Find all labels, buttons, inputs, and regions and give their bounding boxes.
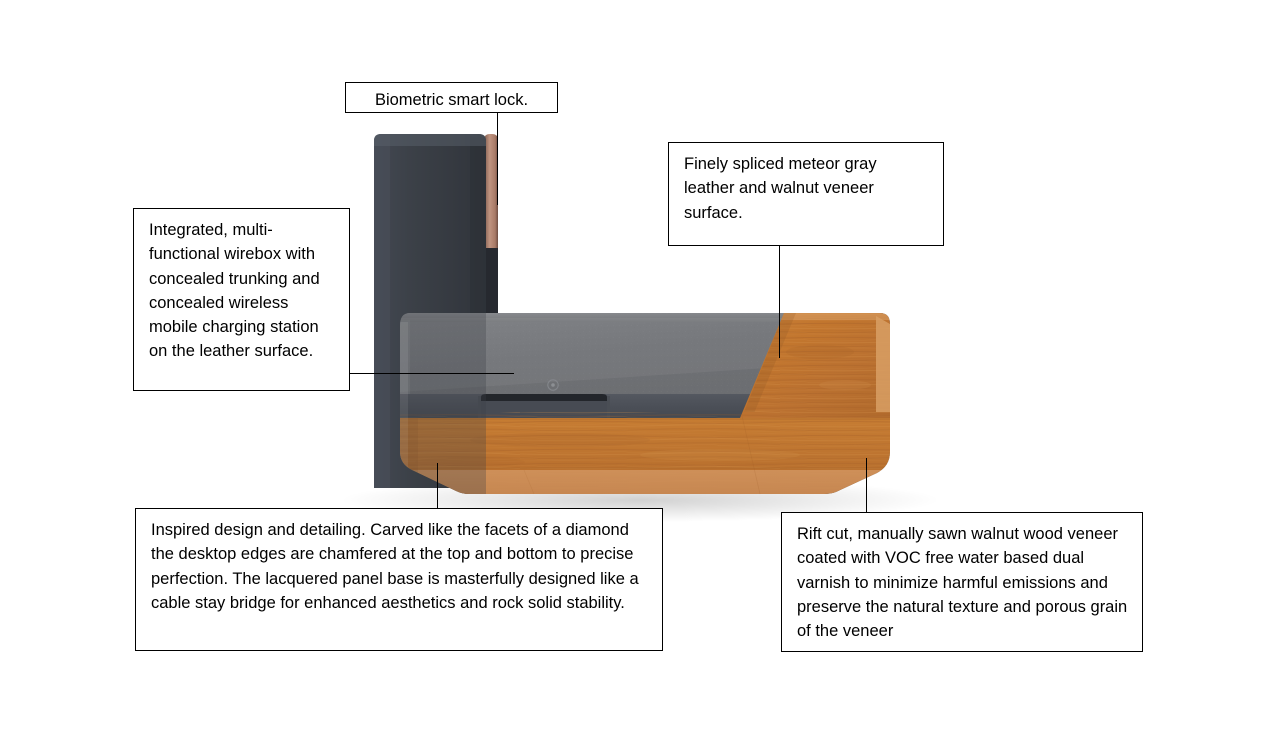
walnut-desktop-front <box>400 412 890 494</box>
callout-chamfered-edge-design: Inspired design and detailing. Carved li… <box>135 508 663 651</box>
leader-line-wirebox <box>350 373 514 375</box>
callout-integrated-wirebox: Integrated, multi-functional wirebox wit… <box>133 208 350 391</box>
callout-leather-and-veneer-surface: Finely spliced meteor gray leather and w… <box>668 142 944 246</box>
callout-walnut-veneer-finish: Rift cut, manually sawn walnut wood vene… <box>781 512 1143 652</box>
callout-text-biometric-smart-lock: Biometric smart lock. <box>374 91 529 109</box>
callout-biometric-smart-lock: Biometric smart lock. <box>345 82 558 113</box>
leather-top-chamfer <box>400 313 890 322</box>
leader-line-biometric-lock <box>497 113 499 205</box>
callout-text-chamfered-edge-design: Inspired design and detailing. Carved li… <box>151 521 639 612</box>
wireless-charging-marker <box>547 379 559 391</box>
leader-line-design <box>437 463 439 509</box>
callout-text-integrated-wirebox: Integrated, multi-functional wirebox wit… <box>149 221 320 361</box>
callout-text-walnut-veneer-finish: Rift cut, manually sawn walnut wood vene… <box>797 525 1128 640</box>
callout-text-leather-and-veneer-surface: Finely spliced meteor gray leather and w… <box>684 155 877 222</box>
desktop-slab <box>400 313 890 495</box>
leader-line-veneer <box>866 458 868 513</box>
panel-edge-strip <box>484 134 498 250</box>
leader-line-surface <box>779 246 781 358</box>
